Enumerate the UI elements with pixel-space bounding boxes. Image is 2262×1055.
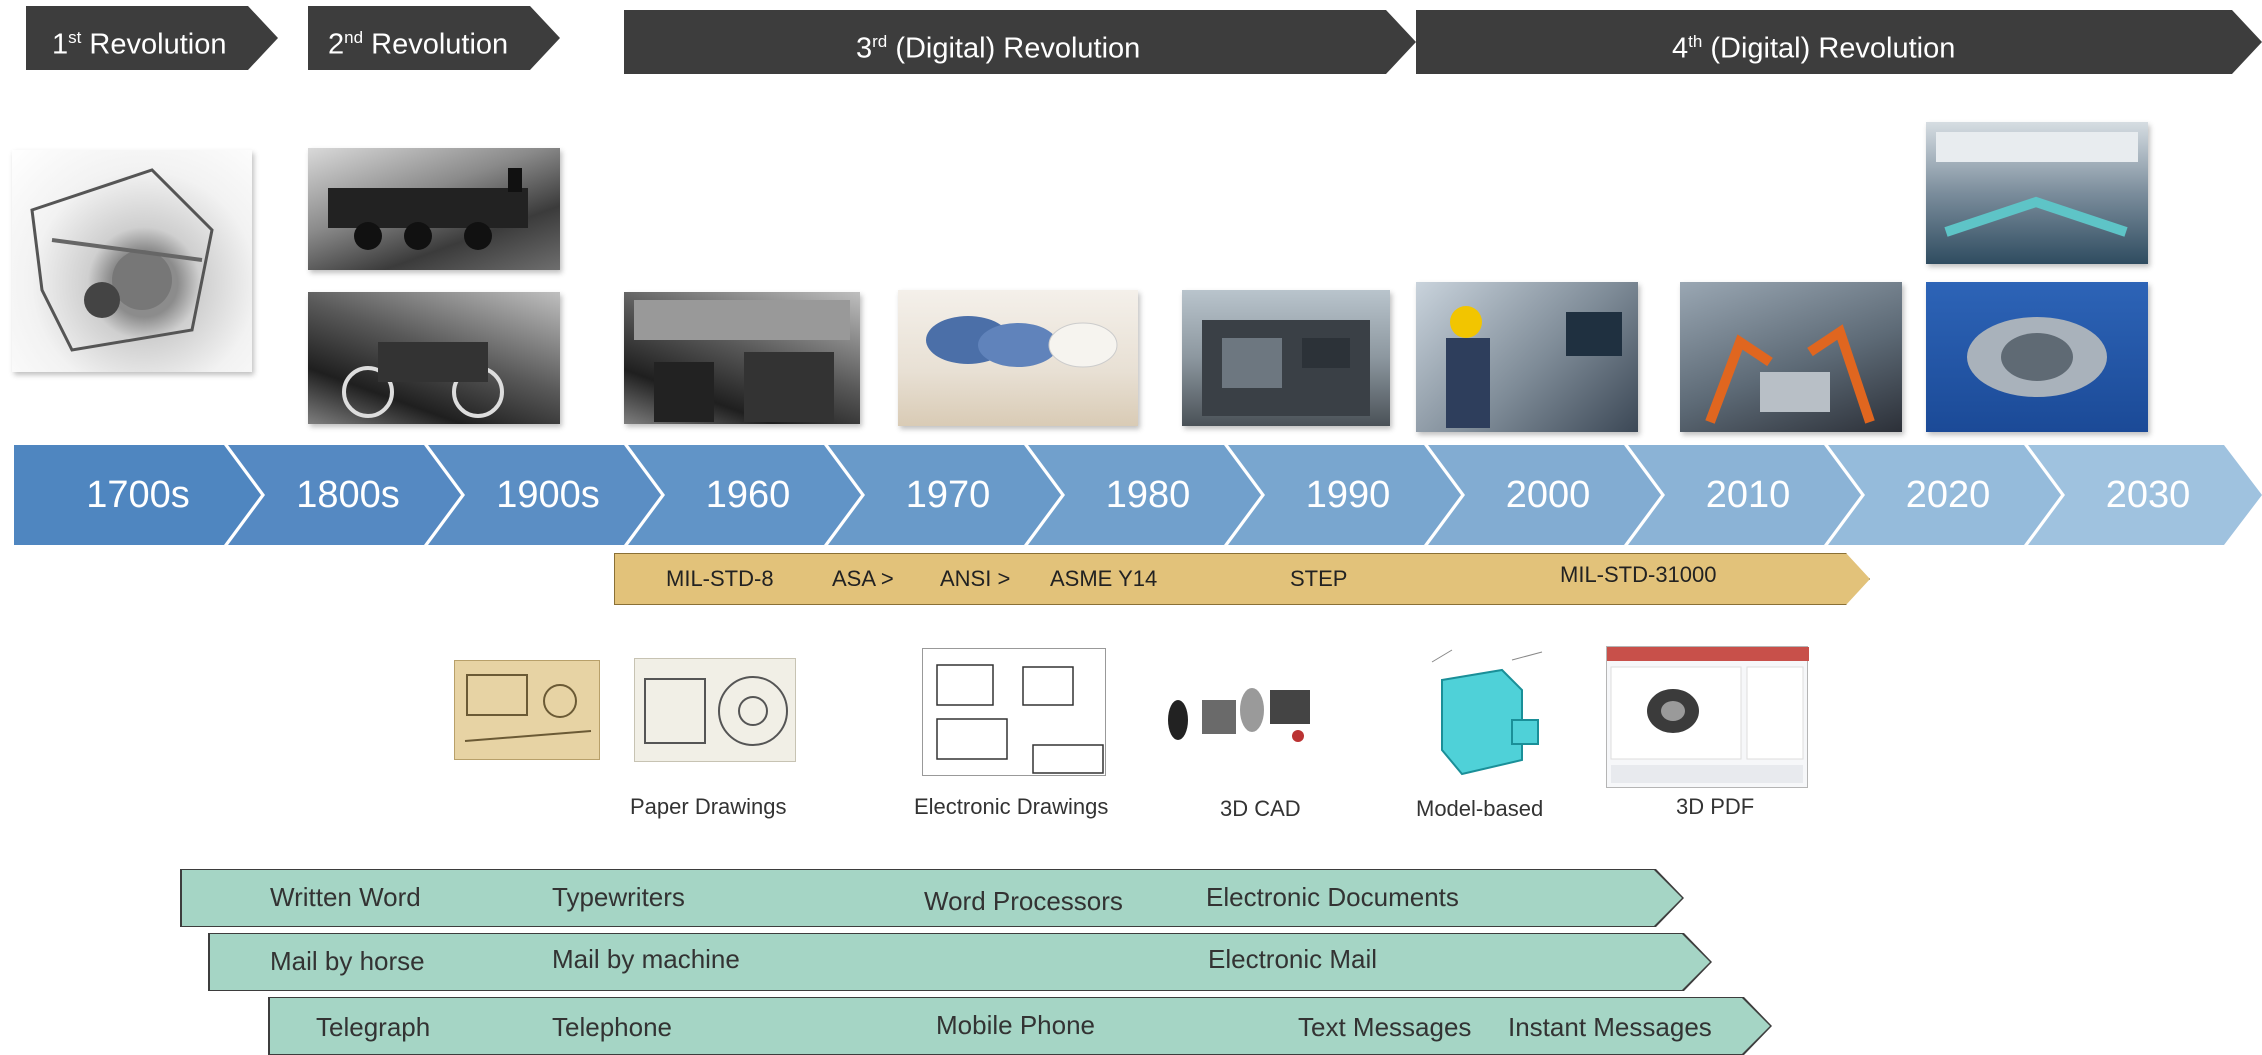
caption-3d-cad: 3D CAD [1220,796,1301,821]
locomotive-shapes [328,168,528,250]
standards-bar [614,553,1870,605]
spinning-machine-engraving [12,150,252,372]
comm-instant-messages: Instant Messages [1508,1012,1712,1042]
aircraft-factory-photo [1926,122,2148,264]
3d-pdf-screenshot [1606,646,1809,788]
caption-paper-drawings: Paper Drawings [630,794,787,819]
paper-drawing-2 [634,658,796,762]
flange-drawing-lines [644,676,788,746]
paper-drawing-1 [454,660,600,760]
revolution-banner-1: 1st Revolution [26,6,278,70]
paper-drawing-lines [464,674,592,742]
comm-mobile-phone: Mobile Phone [936,1010,1095,1040]
tape-rolls [926,316,1118,368]
cnc-machine-photo [1182,290,1390,426]
pdf-viewer-shapes [1607,647,1809,783]
comm-mail-by-machine: Mail by machine [552,944,740,974]
robotic-assembly-photo [1680,282,1902,432]
documents-bar [182,870,1682,926]
comm-word-processors: Word Processors [924,886,1123,916]
steam-locomotive-photo [308,148,560,270]
comm-electronic-documents: Electronic Documents [1206,882,1459,912]
standard-ansi: ANSI > [940,566,1011,591]
standard-mil-std-8: MIL-STD-8 [666,566,774,591]
comm-text-messages: Text Messages [1298,1012,1472,1042]
leo-computer-shapes [634,300,850,422]
standard-step: STEP [1290,566,1348,591]
comm-telephone: Telephone [552,1012,672,1042]
comm-mail-by-horse: Mail by horse [270,946,425,976]
cnc-shapes [1202,320,1370,416]
revolution-label-4: 4th (Digital) Revolution [1672,32,1956,65]
messaging-bar [270,998,1770,1054]
standard-mil-std-31000: MIL-STD-31000 [1560,562,1717,587]
3d-cad-model [1152,660,1322,760]
electronic-drawing [922,648,1106,776]
comm-written-word: Written Word [270,882,421,912]
electronic-drawing-lines [936,664,1104,774]
worker-robot-photo [1416,282,1638,432]
robot-arms [1705,324,1875,424]
revolution-label-3: 3rd (Digital) Revolution [856,32,1141,65]
worker-shapes [1446,306,1622,428]
comm-typewriters: Typewriters [552,882,685,912]
caption-model-based: Model-based [1416,796,1544,821]
turbine-shapes [1967,317,2107,397]
standard-asa: ASA > [832,566,894,591]
mail-bar [210,934,1710,990]
model-based-definition [1402,640,1552,782]
caption-3d-pdf: 3D PDF [1676,794,1755,819]
revolution-banner-4: 4th (Digital) Revolution [1416,10,2262,74]
assembly-line-photo [308,292,560,424]
factory-shapes [1936,132,2138,237]
tape-drafting-photo [898,290,1138,426]
standard-asme-y14: ASME Y14 [1050,566,1158,591]
mbd-shape [1431,649,1543,776]
cad-exploded-parts [1168,688,1310,742]
revolution-label-1: 1st Revolution [52,28,227,61]
decade-chevron-1700s: 1700s [14,445,262,545]
revolution-banner-2: 2nd Revolution [308,6,560,70]
caption-electronic-drawings: Electronic Drawings [914,794,1109,819]
engraving-sketch [30,168,214,352]
comm-electronic-mail: Electronic Mail [1208,944,1378,974]
leo-computer-photo [624,292,860,424]
comm-telegraph: Telegraph [316,1012,431,1042]
turbine-engine-photo [1926,282,2148,432]
decade-chevron-2020: 2020 [1814,445,2062,545]
assembly-line-shapes [342,342,504,418]
revolution-label-2: 2nd Revolution [328,28,509,61]
revolution-banner-3: 3rd (Digital) Revolution [624,10,1416,74]
